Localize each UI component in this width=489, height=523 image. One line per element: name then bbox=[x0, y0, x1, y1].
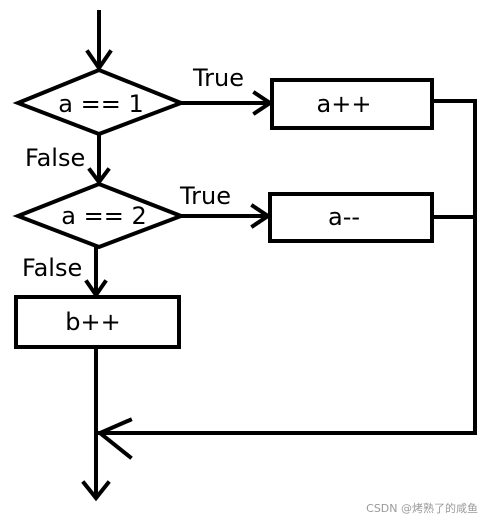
merge-connector bbox=[96, 99, 477, 460]
action-2-label: a-- bbox=[328, 203, 360, 231]
decision-node-2: a == 2 bbox=[12, 181, 187, 250]
false-edge-2: False bbox=[22, 245, 108, 299]
true-edge-2-label: True bbox=[179, 182, 231, 210]
action-3-label: b++ bbox=[65, 308, 120, 336]
decision-2-label: a == 2 bbox=[61, 202, 146, 230]
true-edge-2: True bbox=[179, 182, 272, 229]
entry-arrow bbox=[85, 10, 113, 72]
decision-node-1: a == 1 bbox=[12, 67, 187, 137]
true-edge-1-label: True bbox=[192, 64, 244, 92]
action-node-3: b++ bbox=[14, 295, 181, 349]
action-1-label: a++ bbox=[317, 90, 372, 118]
action-node-1: a++ bbox=[270, 78, 434, 130]
false-edge-1: False bbox=[25, 132, 111, 186]
watermark-text: CSDN @烤熟了的咸鱼 bbox=[366, 501, 478, 515]
false-edge-1-label: False bbox=[25, 144, 85, 172]
action-node-2: a-- bbox=[268, 192, 434, 243]
true-edge-1: True bbox=[179, 64, 274, 116]
exit-arrow bbox=[81, 345, 111, 502]
false-edge-2-label: False bbox=[22, 254, 82, 282]
decision-1-label: a == 1 bbox=[58, 90, 143, 118]
